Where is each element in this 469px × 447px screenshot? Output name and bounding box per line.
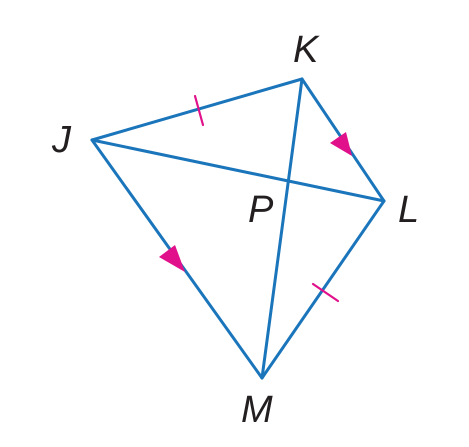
segment-jk [90, 77, 304, 142]
diagonal-km [260, 77, 304, 380]
tick-mark-jk [193, 94, 205, 127]
vertex-label-p: P [248, 189, 274, 231]
vertex-label-j: J [51, 119, 72, 161]
vertex-label-l: L [398, 189, 419, 231]
tick-mark-lm [311, 282, 340, 303]
arrow-mark-kl [330, 132, 352, 156]
arrow-mark-jm [159, 245, 185, 272]
vertex-label-k: K [293, 29, 320, 71]
diagonal-jl [90, 138, 386, 203]
vertex-label-m: M [241, 389, 273, 431]
